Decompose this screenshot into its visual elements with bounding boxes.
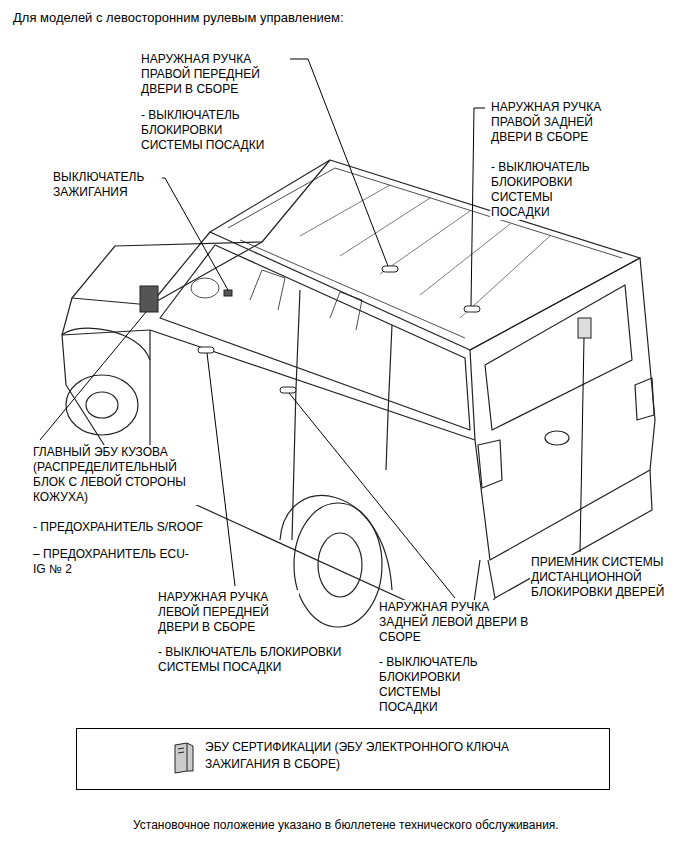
leader-line: [580, 338, 584, 552]
taillights: [478, 378, 654, 488]
ecu-icon: [169, 741, 199, 775]
steering-wheel: [191, 278, 219, 298]
ignition-switch: [224, 290, 232, 296]
leader-line: [289, 393, 455, 598]
ecu-icon-shape: [175, 743, 193, 773]
callout-label: - ВЫКЛЮЧАТЕЛЬ БЛОКИРОВКИ СИСТЕМЫ ПОСАДКИ: [490, 160, 602, 220]
front-wheel-hub: [86, 392, 118, 418]
leader-line: [40, 312, 146, 440]
legend-box: ЭБУ СЕРТИФИКАЦИИ (ЭБУ ЭЛЕКТРОННОГО КЛЮЧА…: [76, 728, 610, 790]
door-handle: [198, 347, 214, 353]
node-text: ЭБУ СЕРТИФИКАЦИИ (ЭБУ ЭЛЕКТРОННОГО КЛЮЧА…: [205, 739, 515, 773]
front-wheel: [66, 375, 138, 435]
belt-line: [150, 330, 475, 440]
callout-label: НАРУЖНАЯ РУЧКА ЗАДНЕЙ ЛЕВОЙ ДВЕРИ В СБОР…: [378, 600, 530, 645]
callout-label: НАРУЖНАЯ РУЧКА ЛЕВОЙ ПЕРЕДНЕЙ ДВЕРИ В СБ…: [157, 590, 299, 635]
roof-outline: [210, 160, 640, 350]
callout-label: - ВЫКЛЮЧАТЕЛЬ БЛОКИРОВКИ СИСТЕМЫ ПОСАДКИ: [378, 655, 490, 715]
parts: [140, 266, 591, 393]
leader-line: [152, 178, 228, 290]
callout-label: НАРУЖНАЯ РУЧКА ПРАВОЙ ЗАДНЕЙ ДВЕРИ В СБО…: [490, 100, 632, 145]
callout-label: - ПРЕДОХРАНИТЕЛЬ S/ROOF: [32, 520, 204, 535]
title: Для моделей с левосторонним рулевым упра…: [12, 10, 345, 25]
leader-line: [207, 353, 235, 586]
door-handle: [464, 306, 480, 312]
front-fender: [62, 328, 150, 360]
body-ecu: [140, 286, 158, 312]
callout-label: – ПРЕДОХРАНИТЕЛЬ ECU-IG № 2: [32, 547, 199, 577]
text-holder: ЭБУ СЕРТИФИКАЦИИ (ЭБУ ЭЛЕКТРОННОГО КЛЮЧА…: [205, 739, 515, 773]
callout-label: ПРИЕМНИК СИСТЕМЫ ДИСТАНЦИОННОЙ БЛОКИРОВК…: [530, 555, 687, 600]
front-face: [62, 298, 150, 385]
callout-label: - ВЫКЛЮЧАТЕЛЬ БЛОКИРОВКИ СИСТЕМЫ ПОСАДКИ: [157, 645, 359, 675]
door-handle: [280, 387, 296, 393]
receiver: [578, 318, 591, 338]
callout-label: - ВЫКЛЮЧАТЕЛЬ БЛОКИРОВКИ СИСТЕМЫ ПОСАДКИ: [140, 108, 282, 153]
hood: [72, 242, 262, 305]
seats: [250, 270, 362, 330]
leader-line: [290, 59, 388, 266]
rear-wheel-hub: [318, 533, 362, 597]
callout-label: НАРУЖНАЯ РУЧКА ПРАВОЙ ПЕРЕДНЕЙ ДВЕРИ В С…: [140, 52, 287, 97]
tailgate: [470, 258, 655, 560]
side-windows: [160, 245, 470, 430]
rear-wheel: [294, 503, 382, 627]
callout-label: ВЫКЛЮЧАТЕЛЬ ЗАЖИГАНИЯ: [52, 170, 162, 200]
windshield: [150, 160, 330, 305]
leader-line: [471, 108, 485, 306]
rear-window: [485, 285, 632, 430]
rear-emblem: [545, 431, 569, 445]
door-handle: [382, 266, 398, 272]
caption: Установочное положение указано в бюллете…: [132, 818, 560, 833]
callout-label: ГЛАВНЫЙ ЭБУ КУЗОВА (РАСПРЕДЕЛИТЕЛЬНЫЙ БЛ…: [32, 445, 202, 505]
